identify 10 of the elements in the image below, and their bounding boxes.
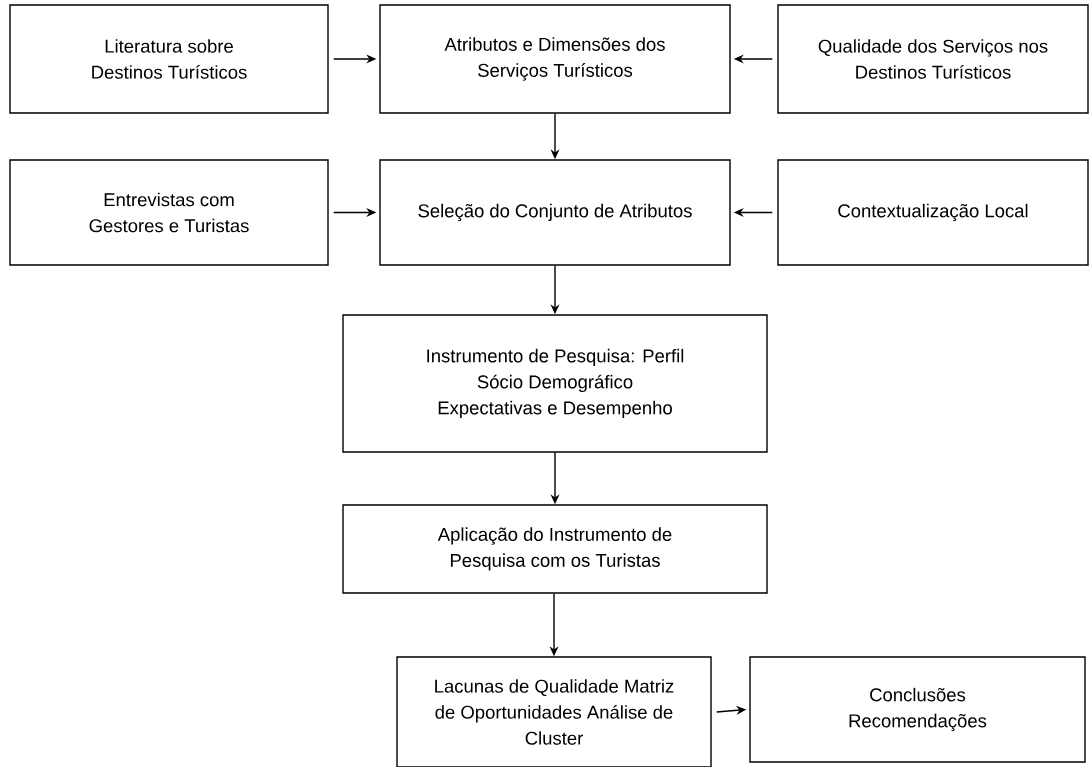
process-box: Entrevistas com Gestores e Turistas xyxy=(9,159,329,266)
process-box: Lacunas de Qualidade Matriz de Oportunidades Análise de Cluster xyxy=(396,656,712,767)
process-box: Seleção do Conjunto de Atributos xyxy=(379,159,731,266)
process-box: Aplicação do Instrumento de Pesquisa com os Turistas xyxy=(342,504,768,594)
process-box: Qualidade dos Serviços nos Destinos Turísticos xyxy=(777,4,1089,114)
process-box: Literatura sobre Destinos Turísticos xyxy=(9,4,329,114)
process-box: Contextualização Local xyxy=(777,159,1089,266)
process-box: Instrumento de Pesquisa: Perfil Sócio Demográfico Expectativas e Desempenho xyxy=(342,314,768,453)
process-box: Conclusões Recomendações xyxy=(749,656,1086,763)
process-box: Atributos e Dimensões dos Serviços Turísticos xyxy=(379,4,731,114)
